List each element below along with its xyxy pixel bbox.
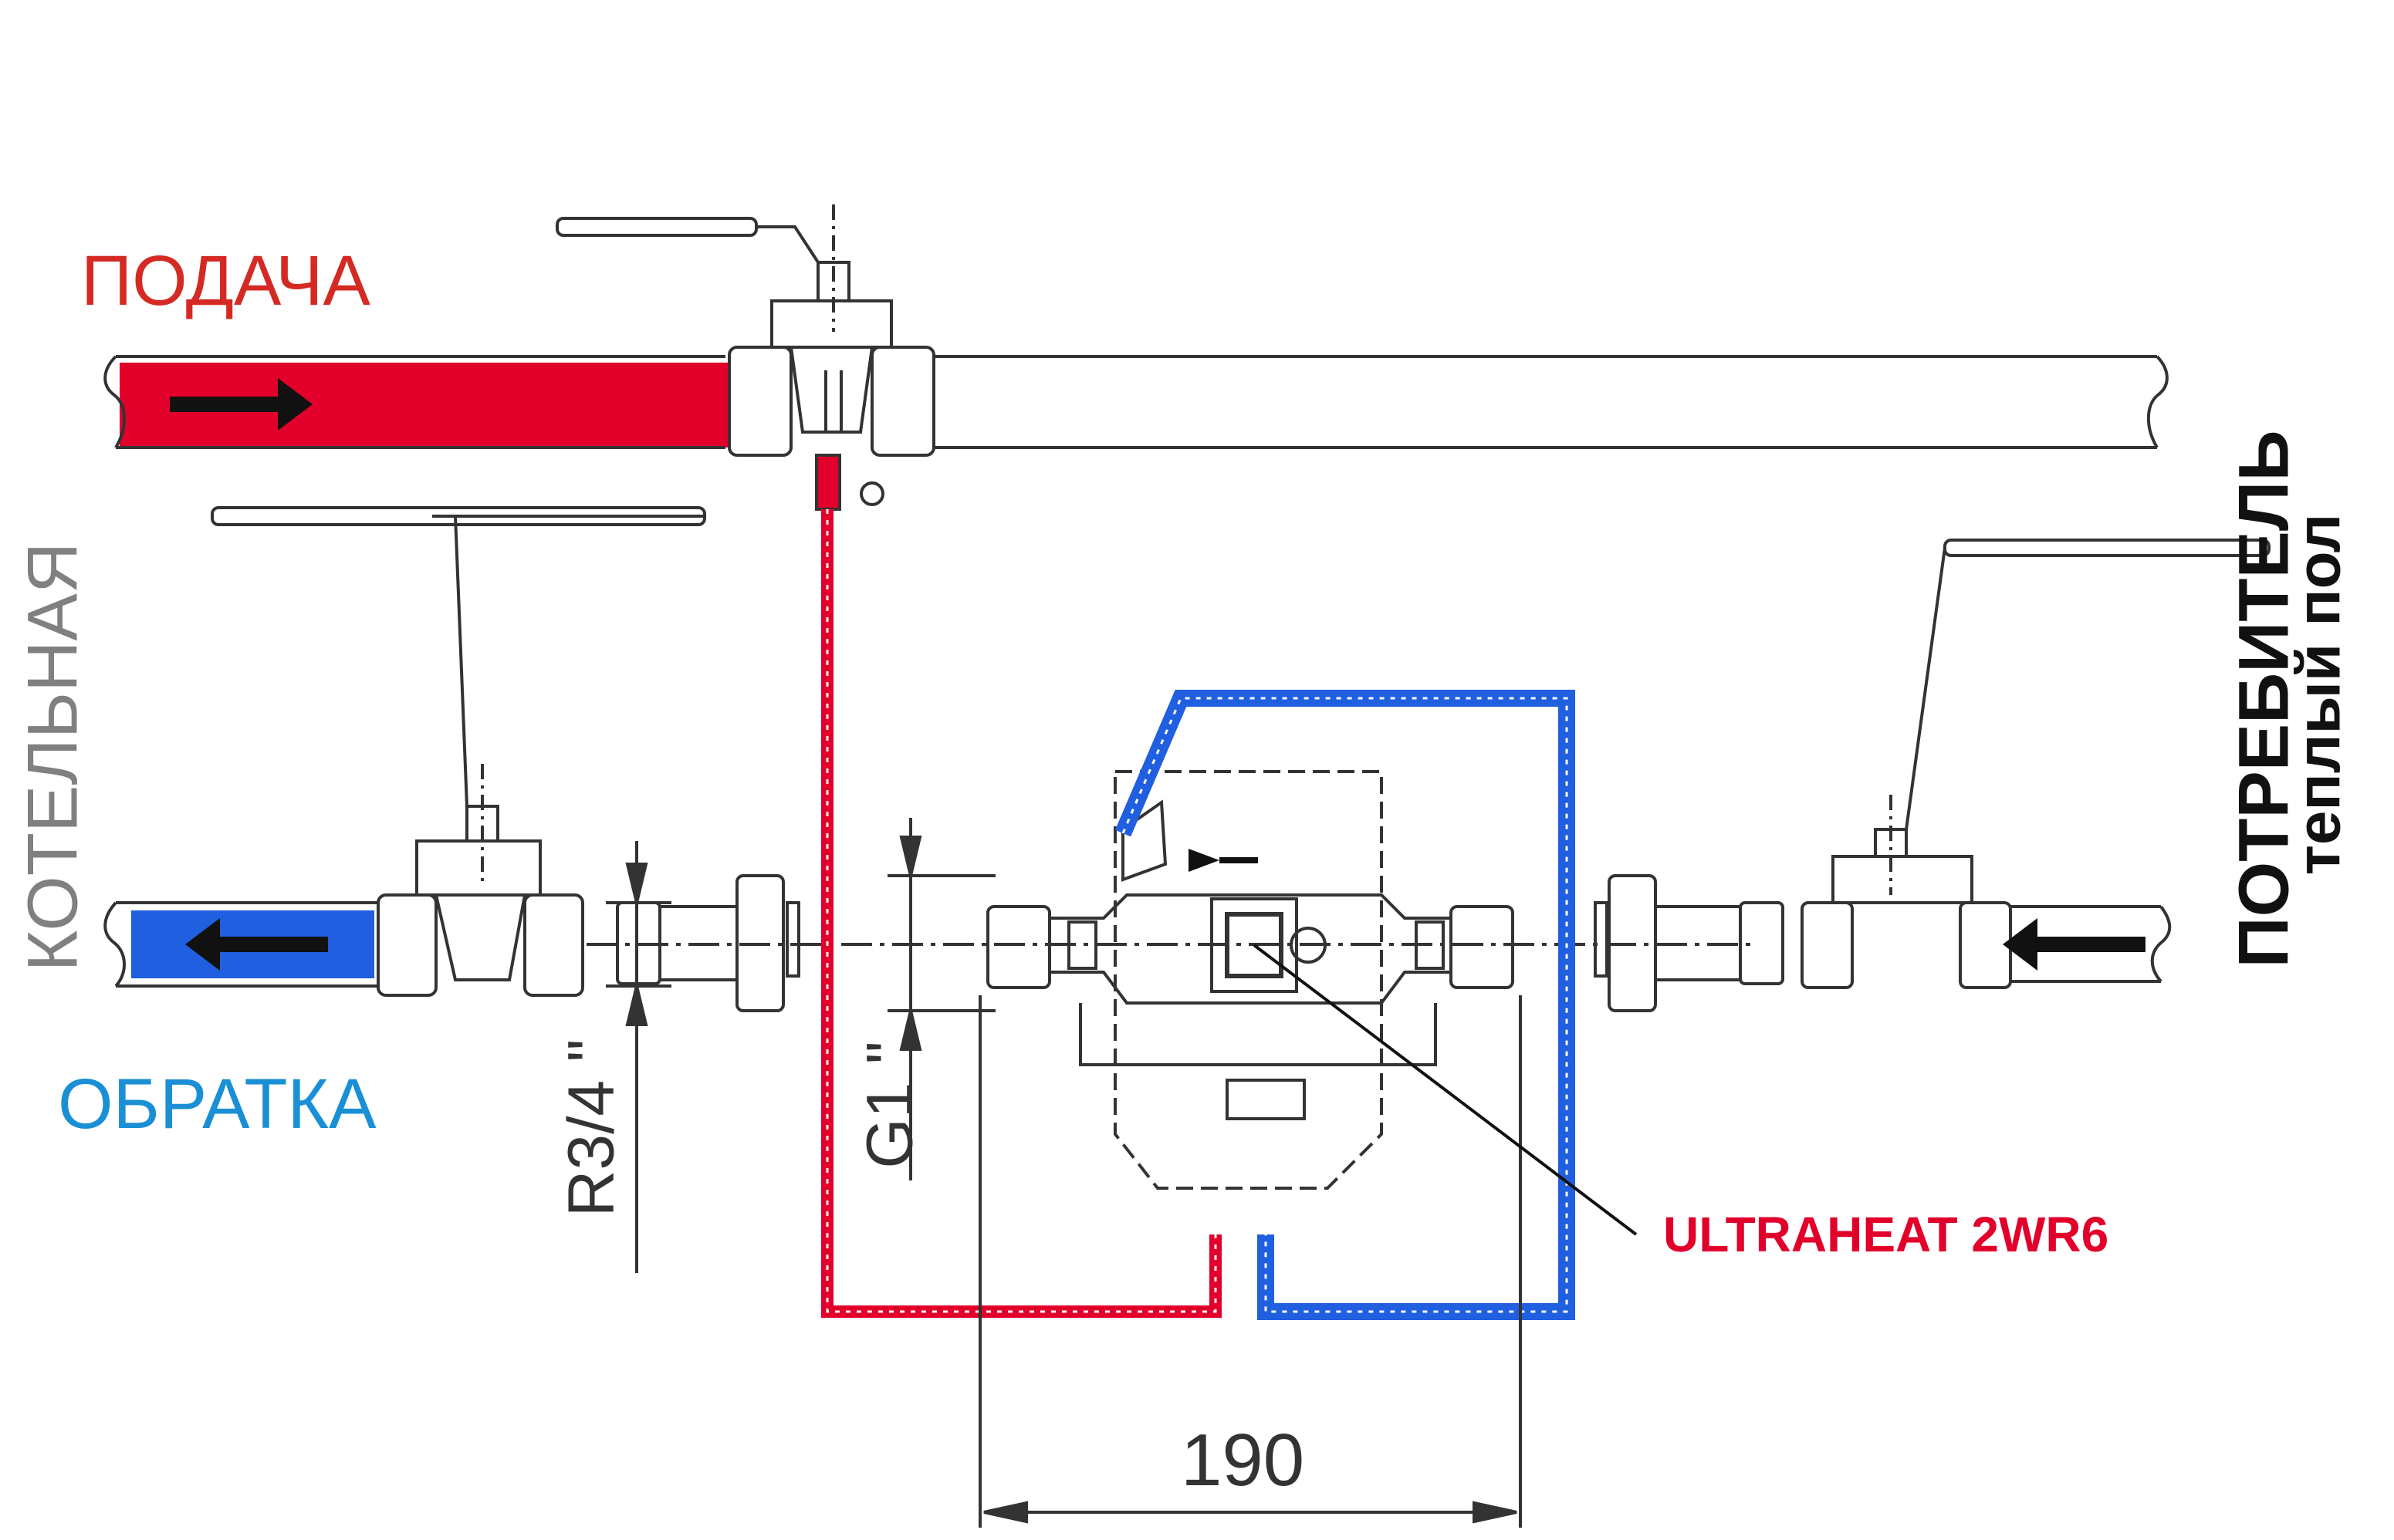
supply-pipe — [103, 355, 2169, 449]
arrow-right-icon — [170, 378, 313, 431]
ball-valve-icon — [556, 204, 935, 511]
arrow-left-icon — [185, 918, 328, 971]
thread-inlet-label: R3/4 " — [554, 1038, 627, 1217]
consumer-sub-label: теплый пол — [2284, 513, 2353, 876]
dimension-length-label: 190 — [1181, 1419, 1305, 1501]
return-impulse-line — [1114, 690, 1575, 1320]
heat-meter-icon — [986, 770, 1514, 1190]
dimension-g1 — [888, 818, 996, 1180]
dimension-190 — [979, 995, 1522, 1528]
arrow-left-icon — [2003, 918, 2145, 971]
dimension-r34 — [606, 841, 671, 1273]
union-fitting — [1594, 874, 1784, 1012]
supply-impulse-line — [821, 509, 1222, 1318]
return-label: ОБРАТКА — [58, 1065, 377, 1143]
ball-valve-icon — [211, 506, 706, 997]
thread-meter-label: G1 " — [853, 1041, 926, 1169]
meter-model-label: ULTRAHEAT 2WR6 — [1663, 1207, 2109, 1262]
meter-leader-line — [1253, 944, 1638, 1236]
ball-valve-icon — [1801, 539, 2271, 989]
boiler-room-label: КОТЕЛЬНАЯ — [13, 542, 93, 972]
supply-label: ПОДАЧА — [81, 241, 370, 320]
